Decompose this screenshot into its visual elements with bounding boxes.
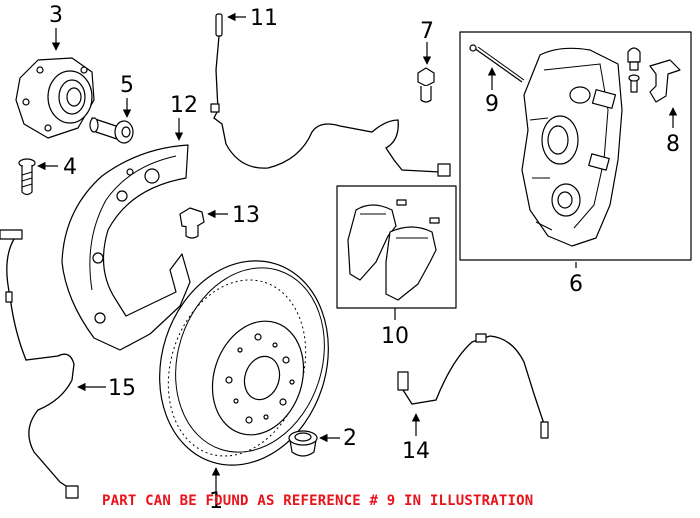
callout-15: 15 [108, 376, 136, 401]
speed-sensor [0, 229, 79, 499]
shield-bolt [179, 207, 205, 239]
reference-note: PART CAN BE FOUND AS REFERENCE # 9 IN IL… [102, 493, 533, 509]
brake-hose [397, 333, 549, 439]
dust-cap [288, 430, 318, 457]
wear-sensor [210, 13, 451, 177]
brake-pads [347, 199, 440, 301]
anti-rattle-spring [649, 59, 681, 103]
callout-4: 4 [63, 155, 77, 180]
callout-11: 11 [250, 6, 278, 31]
dust-shield [61, 144, 191, 351]
callout-6: 6 [569, 272, 583, 297]
wheel-hub [15, 57, 95, 139]
callout-12: 12 [170, 93, 198, 118]
callout-2: 2 [343, 426, 357, 451]
callout-10: 10 [381, 324, 409, 349]
callout-5: 5 [120, 73, 134, 98]
callout-14: 14 [402, 439, 430, 464]
callout-1: 1 [209, 489, 223, 513]
callout-7: 7 [420, 19, 434, 44]
brake-caliper [521, 47, 623, 247]
wheel-bolt [18, 158, 36, 196]
callout-8: 8 [666, 132, 680, 157]
guide-pin [469, 44, 525, 83]
caliper-bolt [417, 67, 435, 103]
bleeder-screw [627, 47, 641, 93]
callout-3: 3 [49, 3, 63, 28]
hub-bolt [89, 117, 134, 144]
brake-rotor [159, 260, 329, 466]
callout-13: 13 [232, 203, 260, 228]
callout-9: 9 [485, 92, 499, 117]
